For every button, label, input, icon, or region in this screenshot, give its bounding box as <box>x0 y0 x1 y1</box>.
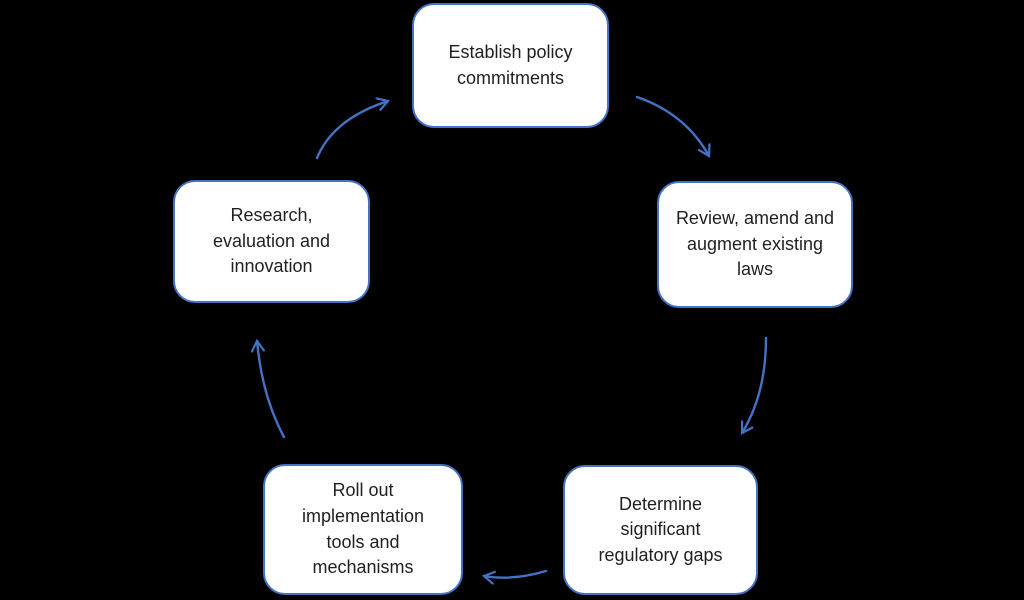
node-review-amend-augment-laws: Review, amend and augment existing laws <box>657 181 853 308</box>
arrow-bottom-right-to-bottom-left-icon <box>484 569 548 578</box>
node-label: Roll out implementation tools and mechan… <box>301 480 425 578</box>
node-roll-out-implementation: Roll out implementation tools and mechan… <box>263 464 463 595</box>
node-label: Review, amend and augment existing laws <box>675 208 835 280</box>
node-establish-policy-commitments: Establish policy commitments <box>412 3 609 128</box>
node-label: Research, evaluation and innovation <box>212 205 331 277</box>
node-determine-regulatory-gaps: Determine significant regulatory gaps <box>563 465 758 595</box>
node-research-evaluation-innovation: Research, evaluation and innovation <box>173 180 370 303</box>
arrow-left-to-top-icon <box>315 101 388 160</box>
node-label: Establish policy commitments <box>448 41 573 88</box>
arrow-bottom-left-to-left-icon <box>257 341 286 439</box>
arrow-top-to-right-icon <box>635 95 709 156</box>
arrow-right-to-bottom-right-icon <box>740 336 768 433</box>
node-label: Determine significant regulatory gaps <box>598 493 723 565</box>
